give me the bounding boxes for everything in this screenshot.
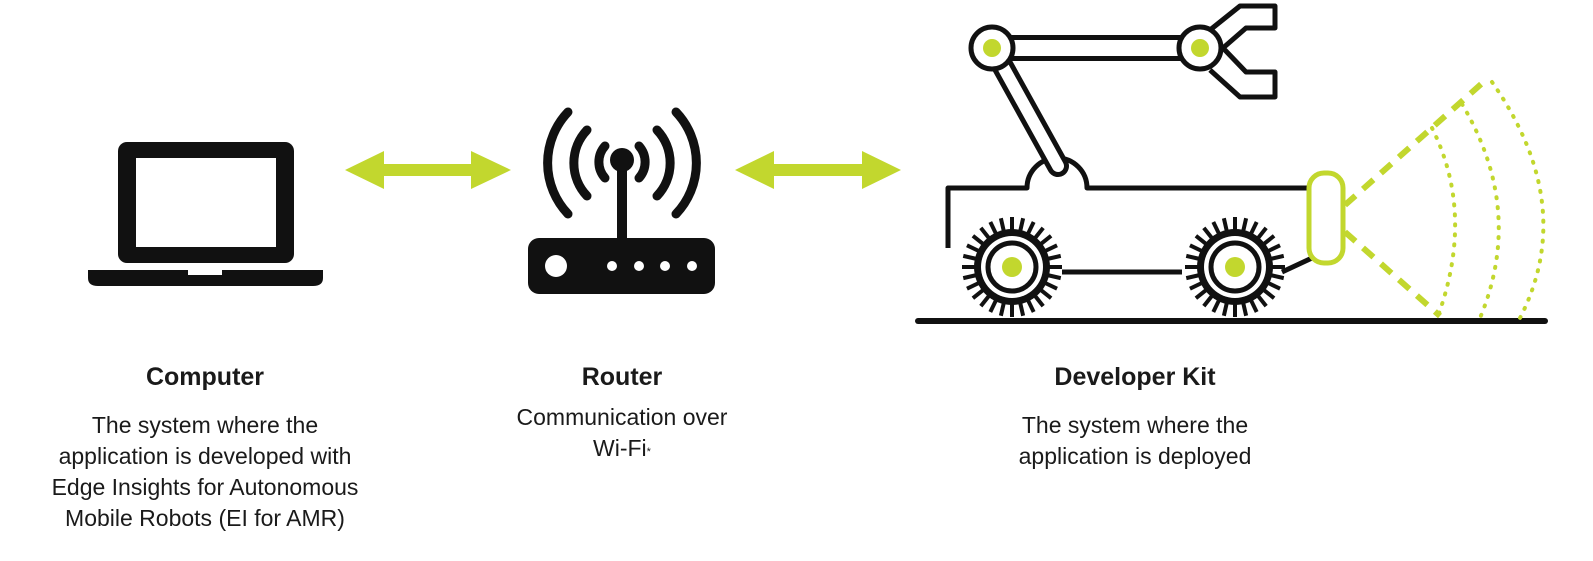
computer-title: Computer	[145, 363, 265, 391]
router-caption: Router Communication over Wi-Fi*	[472, 362, 772, 464]
router-description: Communication over Wi-Fi*	[472, 402, 772, 464]
computer-caption: Computer The system where the applicatio…	[20, 362, 390, 534]
lidar-sensor-icon	[1306, 170, 1346, 266]
computer-desc-line: The system where the	[91, 412, 319, 438]
computer-desc-line: application is developed with	[58, 443, 352, 469]
robot-vehicle-icon	[915, 3, 1548, 324]
double-arrow-icon	[345, 151, 511, 189]
wheel-icon	[962, 217, 1062, 317]
laptop-icon	[88, 142, 323, 286]
router-desc-wifi: Wi-Fi	[593, 435, 647, 461]
kit-desc-line: The system where the	[1021, 412, 1249, 438]
kit-caption: Developer Kit The system where the appli…	[960, 362, 1310, 472]
router-body	[528, 148, 715, 294]
router-desc-line: Wi-Fi*	[472, 433, 772, 464]
kit-desc-line: application is deployed	[1018, 443, 1252, 469]
kit-title: Developer Kit	[1054, 363, 1216, 391]
computer-desc-line: Edge Insights for Autonomous	[51, 474, 359, 500]
kit-description: The system where the application is depl…	[960, 410, 1310, 472]
computer-description: The system where the application is deve…	[20, 410, 390, 534]
footnote-mark: *	[646, 446, 651, 458]
double-arrow-icon	[735, 151, 901, 189]
computer-desc-line: Mobile Robots (EI for AMR)	[65, 505, 345, 531]
wheel-icon	[1185, 217, 1285, 317]
router-desc-line: Communication over	[516, 404, 728, 430]
router-title: Router	[581, 363, 663, 391]
wifi-router-icon	[543, 107, 701, 253]
